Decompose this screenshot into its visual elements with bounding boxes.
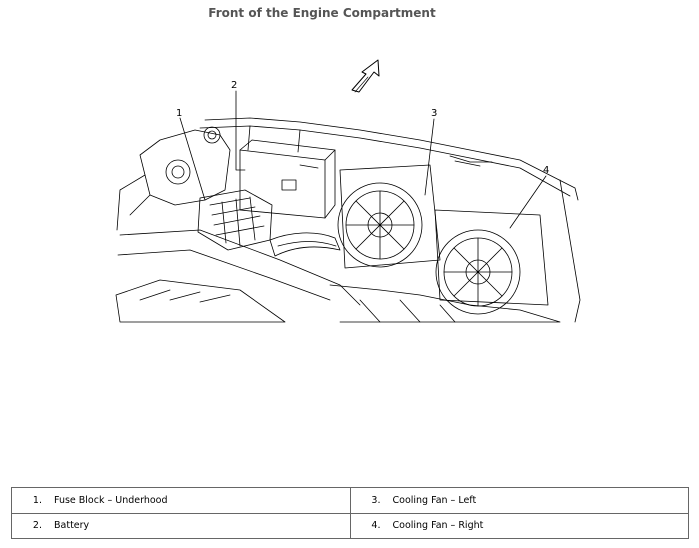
legend-number: 4.: [371, 520, 381, 532]
strut-tower: [116, 126, 231, 231]
callout-1: 1: [176, 108, 206, 201]
legend-number: 3.: [371, 494, 381, 506]
page-title: Front of the Engine Compartment: [208, 6, 436, 20]
engine-compartment-illustration: 1 2 3 4: [115, 59, 581, 323]
legend-label: Cooling Fan – Right: [392, 520, 484, 532]
legend-item-3: 3. Cooling Fan – Left: [349, 487, 689, 514]
callout-3: 3: [424, 108, 437, 196]
cooling-fan-right: [434, 209, 549, 315]
cooling-fan-left: [337, 164, 441, 269]
legend-number: 1.: [32, 494, 42, 506]
legend-item-2: 2. Battery: [11, 512, 351, 539]
svg-text:4: 4: [543, 165, 549, 176]
radiator-support: [199, 117, 581, 323]
legend-label: Fuse Block – Underhood: [54, 494, 168, 506]
legend-item-4: 4. Cooling Fan – Right: [349, 512, 689, 539]
svg-text:1: 1: [176, 108, 182, 119]
legend-table: 1. Fuse Block – Underhood 3. Cooling Fan –…: [11, 487, 689, 539]
legend-label: Battery: [54, 520, 90, 532]
front-direction-arrow: [351, 59, 380, 93]
lower-body-structure: [115, 229, 561, 323]
intake-duct: [269, 232, 341, 257]
legend-item-1: 1. Fuse Block – Underhood: [11, 487, 351, 514]
legend-label: Cooling Fan – Left: [392, 494, 477, 506]
battery: [239, 139, 336, 219]
svg-text:2: 2: [231, 80, 237, 91]
legend-number: 2.: [32, 520, 42, 532]
callout-2: 2: [231, 80, 246, 171]
svg-text:3: 3: [431, 108, 437, 119]
fuse-block: [197, 189, 273, 251]
callout-4: 4: [509, 165, 549, 229]
